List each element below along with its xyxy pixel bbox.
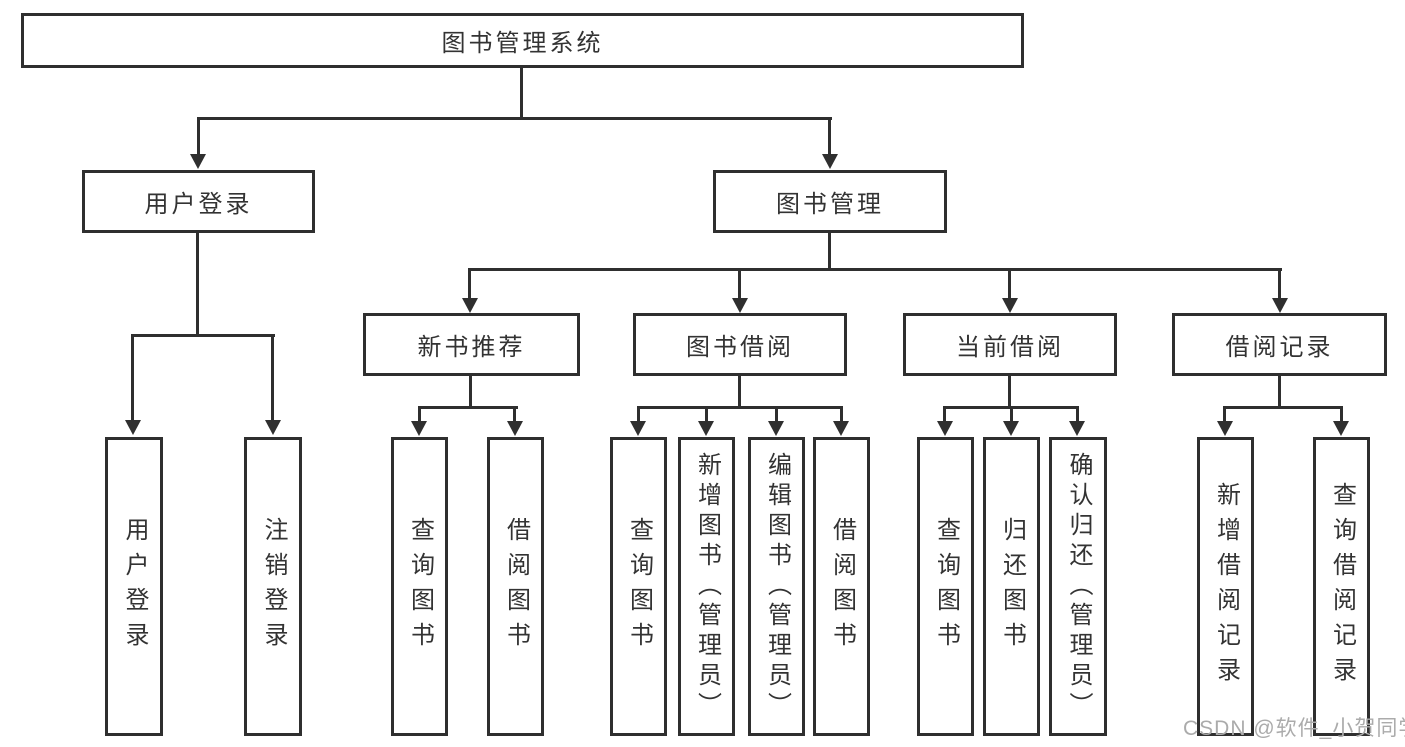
connector-stem (1008, 269, 1011, 299)
connector-borrow-bar (637, 406, 843, 409)
node-library-management-system: 图书管理系统 (21, 13, 1024, 68)
leaf-query-books-current: 查询图书 (917, 437, 974, 736)
node-borrowing-records: 借阅记录 (1172, 313, 1387, 376)
connector-stem (131, 335, 134, 421)
leaf-logout: 注销登录 (244, 437, 302, 736)
connector-stem (418, 407, 421, 423)
connector-stem (1278, 269, 1281, 299)
arrow-down-icon (507, 421, 523, 436)
arrow-down-icon (768, 421, 784, 436)
node-book-borrowing: 图书借阅 (633, 313, 847, 376)
leaf-borrow-books-borrow: 借阅图书 (813, 437, 870, 736)
arrow-down-icon (125, 420, 141, 435)
node-book-management: 图书管理 (713, 170, 947, 233)
connector-root-stem (520, 68, 523, 118)
arrow-down-icon (1069, 421, 1085, 436)
watermark: CSDN @软件_小贺同学 (1183, 717, 1405, 740)
connector-borrow-stem (738, 376, 741, 407)
arrow-down-icon (732, 298, 748, 313)
connector-records-bar (1223, 406, 1343, 409)
arrow-down-icon (833, 421, 849, 436)
arrow-down-icon (822, 154, 838, 169)
connector-stem (468, 269, 471, 299)
connector-recommend-stem (469, 376, 472, 407)
arrow-down-icon (265, 420, 281, 435)
arrow-down-icon (462, 298, 478, 313)
arrow-down-icon (411, 421, 427, 436)
connector-recommend-bar (418, 406, 518, 409)
arrow-down-icon (1333, 421, 1349, 436)
connector-stem (637, 407, 640, 423)
leaf-user-login: 用户登录 (105, 437, 163, 736)
connector-stem (197, 118, 200, 155)
connector-level3-bar (468, 268, 1282, 271)
node-new-book-recommendation: 新书推荐 (363, 313, 580, 376)
connector-stem (1340, 407, 1343, 423)
arrow-down-icon (698, 421, 714, 436)
arrow-down-icon (630, 421, 646, 436)
arrow-down-icon (1003, 421, 1019, 436)
connector-stem (1076, 407, 1079, 423)
connector-records-stem (1278, 376, 1281, 407)
connector-stem (513, 407, 516, 423)
arrow-down-icon (937, 421, 953, 436)
connector-login-stem (196, 233, 199, 335)
leaf-confirm-return-admin: 确认归还（管理员） (1049, 437, 1107, 736)
connector-stem (738, 269, 741, 299)
arrow-down-icon (1217, 421, 1233, 436)
leaf-query-books-borrow: 查询图书 (610, 437, 667, 736)
connector-management-stem (828, 233, 831, 269)
connector-stem (271, 335, 274, 421)
arrow-down-icon (1002, 298, 1018, 313)
arrow-down-icon (190, 154, 206, 169)
node-user-login: 用户登录 (82, 170, 315, 233)
leaf-add-borrow-record: 新增借阅记录 (1197, 437, 1254, 736)
connector-stem (828, 118, 831, 155)
arrow-down-icon (1272, 298, 1288, 313)
connector-stem (840, 407, 843, 423)
connector-stem (775, 407, 778, 423)
connector-stem (1223, 407, 1226, 423)
connector-stem (1010, 407, 1013, 423)
leaf-borrow-books-recommend: 借阅图书 (487, 437, 544, 736)
node-current-borrowing: 当前借阅 (903, 313, 1117, 376)
leaf-return-book: 归还图书 (983, 437, 1040, 736)
connector-level2-bar (197, 117, 832, 120)
connector-stem (943, 407, 946, 423)
leaf-edit-book-admin: 编辑图书（管理员） (748, 437, 805, 736)
connector-current-stem (1008, 376, 1011, 407)
leaf-add-book-admin: 新增图书（管理员） (678, 437, 735, 736)
connector-stem (705, 407, 708, 423)
connector-login-bar (131, 334, 275, 337)
leaf-query-books-recommend: 查询图书 (391, 437, 448, 736)
leaf-query-borrow-record: 查询借阅记录 (1313, 437, 1370, 736)
